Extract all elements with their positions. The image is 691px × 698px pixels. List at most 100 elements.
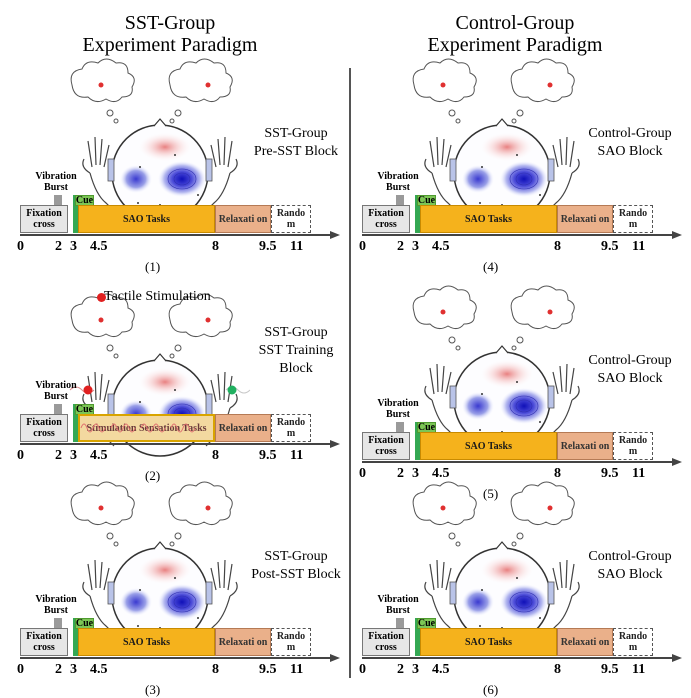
tick-label: 8 (212, 239, 219, 254)
tick-label: 11 (632, 662, 646, 677)
random-segment: Rando m (271, 628, 311, 656)
tick-label: 11 (290, 239, 304, 254)
tick-label: 0 (359, 662, 366, 677)
tick-label: 0 (17, 662, 24, 677)
tick-label: 8 (212, 448, 219, 463)
tick-label: 2 (397, 662, 404, 677)
right-title-line1: Control-Group (455, 12, 575, 34)
vibration-burst-bar (396, 422, 404, 432)
tick-label: 9.5 (601, 662, 619, 677)
tick-label: 3 (70, 448, 77, 463)
tick-label: 4.5 (90, 239, 108, 254)
panel-caption: (5) (483, 486, 499, 501)
relaxation-segment: Relaxati on (557, 432, 613, 460)
vibration-burst-bar (54, 404, 62, 414)
vibration-burst-bar (54, 618, 62, 628)
scalp-map (449, 345, 555, 449)
block-label: Control-Group SAO Block (588, 126, 672, 159)
block-label: SST-Group Pre-SST Block (253, 126, 339, 159)
random-segment: Rando m (613, 628, 653, 656)
paradigm-panel-6: Control-Group SAO Block Vibration Burst … (352, 478, 682, 697)
task-segment: SAO Tasks (78, 628, 215, 656)
vibration-burst-label: Vibration Burst (377, 171, 419, 193)
time-axis (362, 231, 682, 239)
vibration-burst-label: Vibration Burst (377, 594, 419, 616)
tick-label: 3 (412, 239, 419, 254)
tick-label: 8 (554, 466, 561, 481)
cue-bar (415, 422, 420, 460)
task-segment: SAO Tasks (420, 432, 557, 460)
tick-label: 11 (290, 448, 304, 463)
right-title: Control-Group Experiment Paradigm (385, 12, 645, 56)
cue-bar (73, 195, 78, 233)
paradigm-panel-5: Control-Group SAO Block Vibration Burst … (352, 282, 682, 501)
random-segment: Rando m (271, 205, 311, 233)
relaxation-segment: Relaxati on (215, 628, 271, 656)
tick-label: 4.5 (432, 239, 450, 254)
brain-scalp-figure (412, 58, 580, 222)
tick-label: 4.5 (90, 662, 108, 677)
tick-label: 0 (17, 448, 24, 463)
time-axis (362, 654, 682, 662)
random-segment: Rando m (613, 205, 653, 233)
tick-label: 4.5 (432, 466, 450, 481)
thought-bubble-left (412, 58, 477, 124)
relaxation-segment: Relaxati on (215, 205, 271, 233)
block-label: Control-Group SAO Block (588, 353, 672, 386)
thought-bubble-left (70, 293, 135, 359)
scalp-map (449, 541, 555, 645)
tick-label: 3 (70, 239, 77, 254)
tick-label: 11 (632, 466, 646, 481)
scalp-map (449, 118, 555, 222)
vibration-burst-bar (54, 195, 62, 205)
tick-label: 9.5 (601, 466, 619, 481)
tick-label: 8 (212, 662, 219, 677)
left-title-line2: Experiment Paradigm (82, 34, 258, 56)
tick-label: 8 (554, 662, 561, 677)
stimulation-markers (69, 385, 251, 395)
task-segment: SAO Tasks (420, 205, 557, 233)
tick-label: 11 (632, 239, 646, 254)
left-title: SST-Group Experiment Paradigm (40, 12, 300, 56)
paradigm-panel-2: SST-Group SST Training Block Vibration B… (10, 282, 340, 483)
tick-label: 0 (17, 239, 24, 254)
hands (82, 136, 238, 212)
brain-scalp-figure (412, 285, 580, 449)
task-segment: SAO Tasks (78, 205, 215, 233)
block-label: SST-Group Post-SST Block (251, 549, 341, 582)
left-title-line1: SST-Group (124, 12, 216, 34)
fixation-segment: Fixation cross (362, 432, 410, 460)
tick-label: 0 (359, 466, 366, 481)
block-label: Control-Group SAO Block (588, 549, 672, 582)
group-divider (349, 68, 351, 678)
cue-bar (415, 195, 420, 233)
time-axis (20, 654, 340, 662)
cue-bar (415, 618, 420, 656)
paradigm-panel-4: Control-Group SAO Block Vibration Burst … (352, 55, 682, 274)
thought-bubble-right (168, 481, 233, 547)
tick-label: 9.5 (259, 662, 277, 677)
tick-label: 9.5 (601, 239, 619, 254)
tick-label: 0 (359, 239, 366, 254)
tick-label: 8 (554, 239, 561, 254)
panel-caption: (1) (145, 259, 161, 274)
brain-scalp-figure (412, 481, 580, 645)
thought-bubble-left (70, 58, 135, 124)
cue-bar (73, 618, 78, 656)
paradigm-panel-1: SST-Group Pre-SST Block Vibration Burst … (10, 55, 340, 274)
tick-label: 3 (412, 466, 419, 481)
vibration-burst-label: Vibration Burst (35, 171, 77, 193)
relaxation-segment: Relaxati on (557, 628, 613, 656)
random-segment: Rando m (271, 414, 311, 442)
hands (424, 363, 580, 439)
fixation-segment: Fixation cross (20, 205, 68, 233)
relaxation-segment: Relaxati on (215, 414, 271, 442)
thought-bubble-right (510, 481, 575, 547)
thought-bubble-left (412, 285, 477, 351)
cue-bar (73, 404, 78, 442)
tick-label: 2 (397, 239, 404, 254)
fixation-segment: Fixation cross (20, 414, 68, 442)
fixation-segment: Fixation cross (362, 205, 410, 233)
thought-bubble-left (412, 481, 477, 547)
thought-bubble-right (510, 285, 575, 351)
